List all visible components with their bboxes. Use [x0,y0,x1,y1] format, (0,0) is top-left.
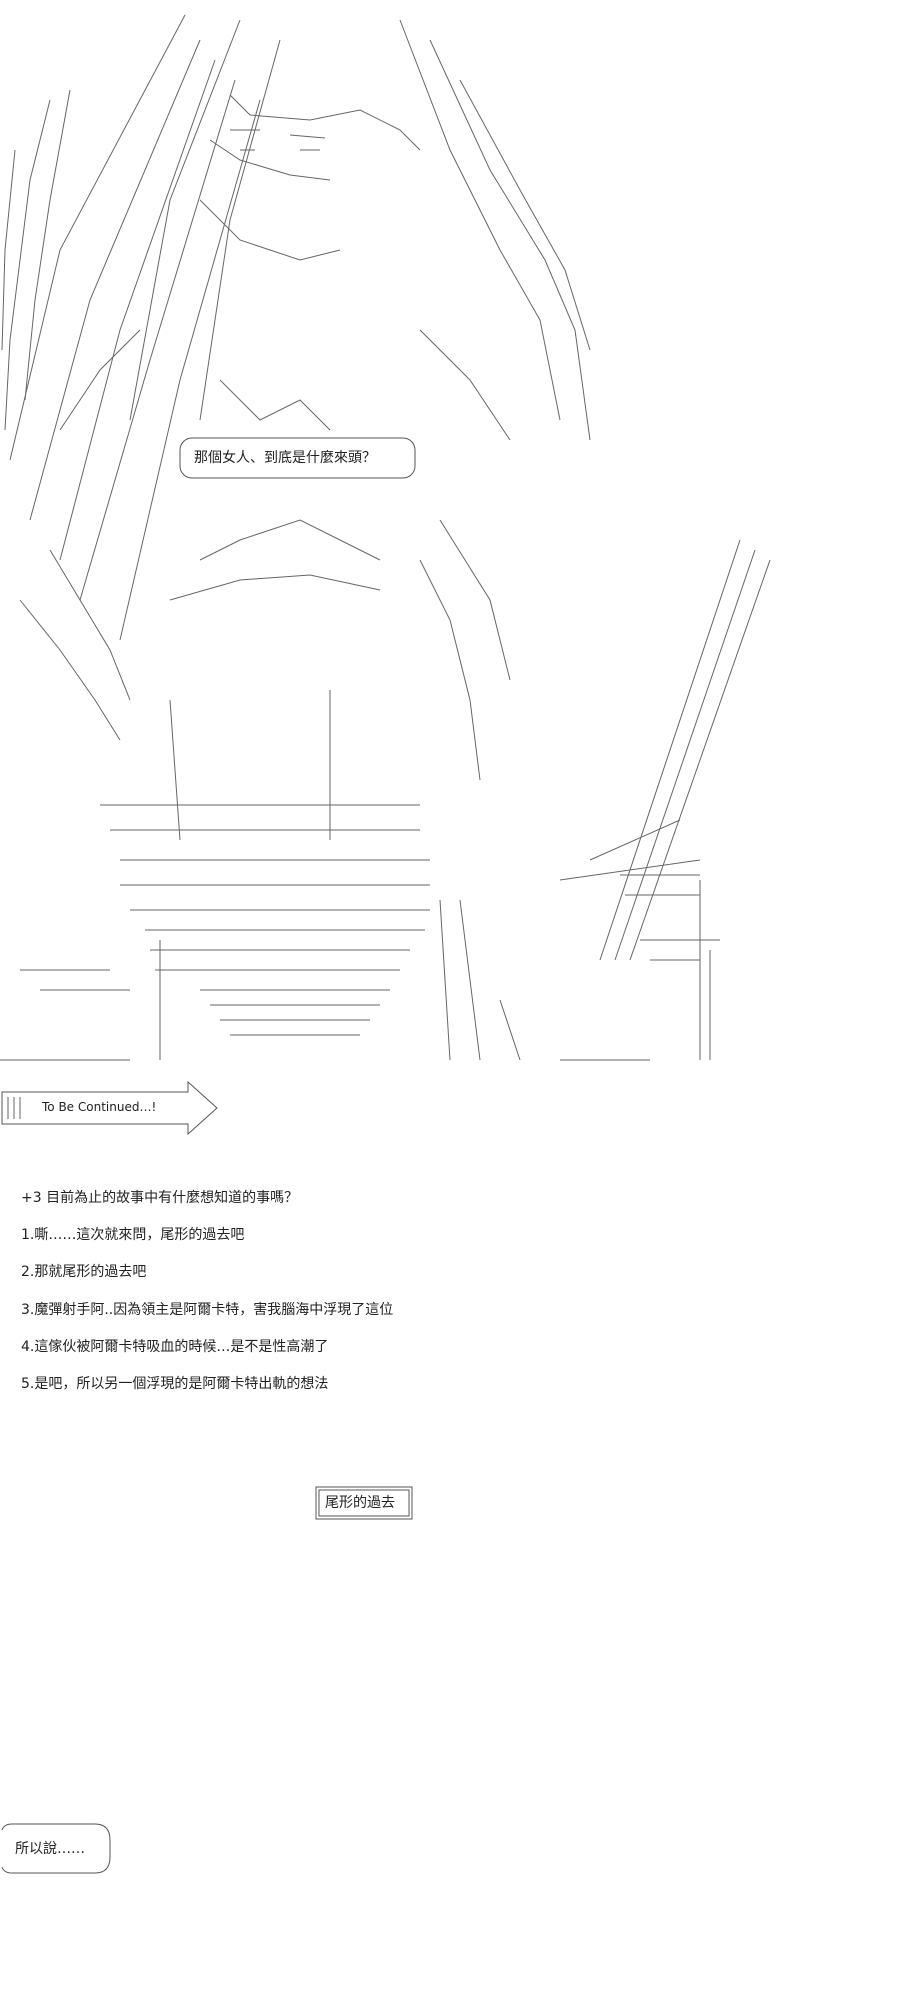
arm-right [419,519,511,781]
to-be-continued-arrow [1,1080,218,1136]
choice-4: 4.這傢伙被阿爾卡特吸血的時候…是不是性高潮了 [21,1339,329,1355]
result-box-text: 尾形的過去 [325,1495,395,1511]
shoulders [59,329,511,441]
ground [0,959,700,1061]
question-text: +3 目前為止的故事中有什麼想知道的事嗎？ [21,1190,299,1206]
rifle-stock [620,874,720,1060]
skirt [145,929,425,1036]
to-be-continued-text: To Be Continued…! [42,1100,157,1114]
rifle [559,539,771,961]
speech-bubble-1 [179,437,416,479]
hair-right [399,19,591,441]
face-outline [199,94,421,261]
choice-3: 3.魔彈射手阿..因為領主是阿爾卡特，害我腦海中浮現了這位 [21,1302,394,1318]
arrow-tail-lines [7,1097,21,1119]
speech-bubble-2 [1,1823,111,1874]
belt [100,804,430,911]
arm-left [19,549,131,741]
hair-strands [9,14,281,641]
speech-bubble-2-text: 所以說…… [15,1841,85,1857]
legs [159,899,521,1061]
choice-5: 5.是吧，所以另一個浮現的是阿爾卡特出軌的想法 [21,1376,329,1392]
choice-2: 2.那就尾形的過去吧 [21,1264,147,1280]
eyes [230,129,326,151]
choice-1: 1.嘶……這次就來問，尾形的過去吧 [21,1227,245,1243]
body [169,519,381,841]
speech-bubble-1-text: 那個女人、到底是什麼來頭？ [194,450,376,466]
result-box-inner [318,1489,410,1517]
result-box [315,1486,413,1520]
hair-left [1,89,71,431]
